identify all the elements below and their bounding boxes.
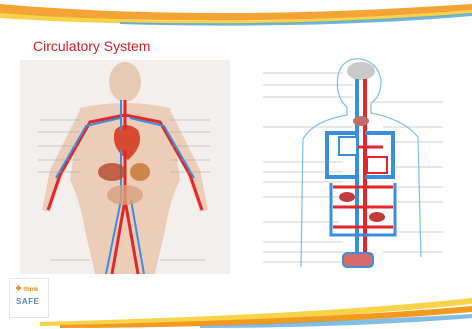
circulatory-body-illustration [20,60,230,274]
logo-main-text: SAFE [16,297,39,306]
think-safe-logo: think SAFE [9,278,49,318]
bottom-swoosh-decoration [0,292,472,329]
slide-title: Circulatory System [33,38,150,54]
logo-small-text: think [24,287,38,293]
top-swoosh-decoration [0,0,472,30]
circulatory-schematic-diagram [243,57,458,277]
